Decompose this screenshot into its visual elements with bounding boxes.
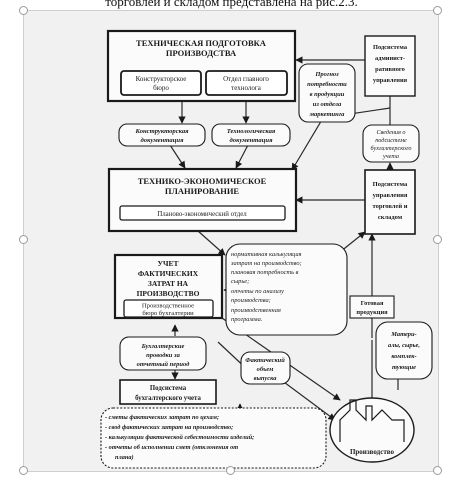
acc-info-3: бухгалтерского: [371, 145, 412, 152]
design-bureau-1: Конструкторское: [136, 75, 187, 83]
trade-1: Подсистема: [373, 181, 408, 188]
forecast-5: маркетинга: [309, 111, 346, 118]
node-admin: Подсистема админист- ративного управлени…: [364, 35, 416, 97]
norms-6: производства;: [231, 297, 271, 304]
arrow-design-docs-tep: [169, 144, 186, 169]
tep-title-2: ПЛАНИРОВАНИЕ: [165, 186, 240, 196]
arrow-tech-docs-tep: [235, 144, 249, 169]
chief-tech-box: [205, 70, 288, 96]
resize-handle-middle-left[interactable]: [19, 235, 28, 244]
tech-docs-1: Технологическая: [227, 128, 276, 135]
production-label: Производство: [350, 448, 395, 456]
figure-caption: торговлей и складом представлена на рис.…: [105, 0, 358, 9]
cost-dept-1: Производственное: [142, 303, 194, 310]
materials-2: алы, сырье,: [388, 342, 420, 349]
summary-5: плана): [115, 454, 134, 461]
chief-tech-1: Отдел главного: [223, 75, 269, 83]
cost-title-1: УЧЕТ: [157, 259, 178, 268]
node-norms: нормативная калькуляция затрат на произв…: [225, 243, 348, 336]
chief-tech-2: технолога: [231, 84, 262, 92]
summary-2: - свод фактических затрат на производств…: [105, 424, 233, 431]
norms-7: производственная: [231, 307, 281, 314]
trade-4: складом: [378, 214, 403, 221]
finished-2: продукция: [356, 309, 388, 316]
node-tech-prep: ТЕХНИЧЕСКАЯ ПОДГОТОВКА ПРОИЗВОДСТВА Конс…: [106, 29, 297, 103]
summary-4: - отчеты об исполнении смет (отклонения …: [105, 444, 238, 451]
node-summary: - сметы фактических затрат по цехам; - с…: [100, 407, 327, 469]
resize-handle-bottom-left[interactable]: [19, 466, 28, 475]
node-forecast: Прогноз потребности в продукции из отдел…: [298, 63, 356, 123]
node-accounting-info: Сведения о подсистеме бухгалтерского уче…: [362, 124, 420, 163]
acc-info-4: учета: [382, 153, 399, 160]
node-acc-subsystem: Подсистема бухгалтерского учета: [119, 379, 217, 405]
design-docs-1: Конструкторская: [134, 128, 189, 135]
tep-title-1: ТЕХНИКО-ЭКОНОМИЧЕСКОЕ: [138, 176, 267, 186]
node-materials: Матери- алы, сырье, комплек- тующие: [375, 321, 433, 380]
design-docs-2: документация: [141, 137, 185, 144]
admin-3: ративного: [375, 66, 405, 73]
node-postings: Бухгалтерские проводки за отчетный перио…: [119, 336, 207, 371]
volume-1: Фактический: [245, 357, 285, 364]
resize-handle-bottom-center[interactable]: [226, 466, 235, 475]
resize-handle-top-left[interactable]: [19, 6, 28, 15]
materials-1: Матери-: [390, 331, 416, 338]
design-bureau-box: [120, 70, 202, 96]
acc-info-2: подсистеме: [375, 137, 407, 144]
resize-handle-top-right[interactable]: [433, 6, 442, 15]
volume-2: объем: [257, 366, 274, 373]
arrow-tep-norms: [197, 230, 226, 256]
tech-prep-title-1: ТЕХНИЧЕСКАЯ ПОДГОТОВКА: [136, 38, 267, 48]
resize-handle-bottom-right[interactable]: [433, 466, 442, 475]
forecast-2: потребности: [307, 81, 347, 88]
trade-2: управления: [373, 192, 408, 199]
tech-docs-2: документация: [230, 137, 274, 144]
cost-dept-2: бюро бухгалтерии: [142, 310, 194, 317]
acc-subsystem-2: бухгалтерского учета: [135, 395, 201, 402]
norms-3: плановая потребность в: [231, 269, 299, 276]
node-design-docs: Конструкторская документация: [118, 123, 206, 147]
cost-dept-box: [123, 299, 214, 318]
admin-2: админист-: [375, 55, 405, 62]
cost-title-2: ФАКТИЧЕСКИХ: [138, 269, 199, 278]
tep-dept: Планово-экономический отдел: [157, 211, 247, 218]
norms-1: нормативная калькуляция: [231, 251, 302, 258]
materials-3: комплек-: [391, 353, 416, 360]
norms-4: сырье;: [231, 278, 249, 285]
node-tech-docs: Технологическая документация: [211, 123, 291, 147]
postings-1: Бухгалтерские: [141, 343, 185, 350]
acc-info-1: Сведения о: [376, 129, 405, 136]
node-tep: ТЕХНИКО-ЭКОНОМИЧЕСКОЕ ПЛАНИРОВАНИЕ Плано…: [107, 167, 298, 233]
forecast-3: в продукции: [310, 91, 345, 98]
cost-title-3: ЗАТРАТ НА: [148, 279, 189, 288]
summary-3: - калькуляции фактической себестоимости …: [105, 434, 254, 441]
cost-title-4: ПРОИЗВОДСТВО: [137, 289, 200, 298]
factory-icon: [339, 399, 405, 442]
trade-3: торговлей и: [373, 203, 408, 210]
node-actual-volume: Фактический объем выпуска: [240, 351, 291, 385]
materials-4: тующие: [392, 364, 416, 371]
design-bureau-2: бюро: [153, 84, 169, 92]
resize-handle-middle-right[interactable]: [433, 235, 442, 244]
tech-prep-title-2: ПРОИЗВОДСТВА: [166, 48, 237, 58]
tep-dept-box: [119, 205, 286, 221]
node-production: Производство: [329, 397, 415, 463]
admin-1: Подсистема: [373, 44, 408, 51]
summary-1: - сметы фактических затрат по цехам;: [105, 414, 219, 421]
norms-8: программа.: [231, 316, 263, 323]
node-cost-accounting: УЧЕТ ФАКТИЧЕСКИХ ЗАТРАТ НА ПРОИЗВОДСТВО …: [113, 253, 224, 320]
acc-subsystem-1: Подсистема: [150, 385, 187, 392]
finished-1: Готовая: [361, 300, 384, 307]
volume-3: выпуска: [254, 375, 278, 382]
postings-3: отчетный период: [137, 361, 190, 368]
node-trade: Подсистема управления торговлей и складо…: [364, 169, 416, 235]
norms-2: затрат на производство;: [230, 260, 302, 267]
postings-2: проводки за: [146, 352, 180, 359]
node-finished: Готовая продукция: [349, 295, 395, 319]
forecast-1: Прогноз: [314, 71, 339, 78]
admin-4: управления: [373, 77, 408, 84]
norms-5: отчеты по анализу: [231, 288, 284, 295]
forecast-4: из отдела: [313, 101, 342, 108]
